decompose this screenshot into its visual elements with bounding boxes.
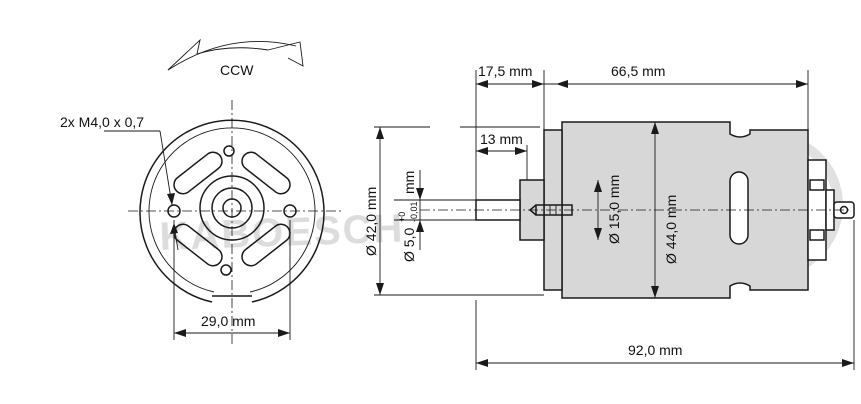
- arrow-head: [174, 329, 186, 337]
- shaft-end: [222, 198, 242, 218]
- rotation-label: CCW: [220, 62, 254, 78]
- rotation-indicator: CCW: [167, 38, 304, 78]
- shaft-flat-label: 13 mm: [480, 131, 523, 147]
- body-slot: [729, 171, 749, 245]
- boss-diameter-label: Ø 15,0 mm: [606, 175, 622, 244]
- vent-slot: [173, 151, 223, 195]
- body-length-label: 66,5 mm: [611, 63, 665, 79]
- thread-leader-diagonal: [159, 130, 173, 206]
- side-view: Ø 42,0 mm Ø 5,0 +0 -0,01 mm 17,5 mm 66,5…: [363, 63, 855, 370]
- housing-inner-outline: [148, 127, 316, 293]
- shaft-tolerance-upper: +0: [397, 212, 407, 222]
- arrow-head: [376, 127, 384, 139]
- arrow-head: [556, 80, 568, 88]
- front-view: 2x M4,0 x 0,7 29,0 mm: [60, 100, 342, 345]
- rotation-arrow-icon: [167, 38, 304, 71]
- shaft-diameter-callout: Ø 5,0 +0 -0,01 mm: [397, 171, 419, 262]
- thread-label: 2x M4,0 x 0,7: [60, 114, 144, 130]
- vent-slot: [173, 223, 223, 267]
- small-hole-bottom: [220, 264, 232, 276]
- thread-leader-arrow: [167, 193, 175, 205]
- hole-spacing-label: 29,0 mm: [201, 313, 255, 329]
- arrow-head: [594, 228, 602, 240]
- arrow-head: [278, 329, 290, 337]
- small-hole-top: [223, 145, 235, 157]
- terminal-clip-top: [809, 179, 825, 191]
- body-diameter-label: Ø 44,0 mm: [663, 195, 679, 264]
- arrow-head: [594, 180, 602, 192]
- vent-slot: [241, 223, 291, 267]
- arrow-head: [796, 80, 808, 88]
- mounting-hole-right: [283, 204, 297, 218]
- arrow-head: [416, 188, 424, 200]
- ventilation-slots: [173, 151, 291, 267]
- mounting-hole-left: [167, 204, 181, 218]
- arrow-head: [170, 223, 178, 234]
- arrow-head: [532, 80, 544, 88]
- arrow-head: [476, 147, 488, 155]
- shaft-tolerance-lower: -0,01: [409, 201, 419, 222]
- vent-slot: [241, 151, 291, 195]
- bearing-inner: [211, 187, 253, 229]
- arrow-head: [515, 147, 527, 155]
- bearing-boss: [199, 175, 265, 241]
- arrow-head: [651, 122, 659, 134]
- housing-outline: [139, 119, 325, 303]
- terminal-clip-bottom: [809, 229, 825, 241]
- arrow-head: [651, 286, 659, 298]
- arrow-head: [416, 220, 424, 232]
- arrow-head: [476, 80, 488, 88]
- flange-diameter-label: Ø 42,0 mm: [363, 187, 379, 256]
- arrow-head: [842, 359, 854, 367]
- shaft-diameter-label: Ø 5,0: [401, 228, 417, 262]
- arrow-head: [476, 359, 488, 367]
- shaft-extension-label: 17,5 mm: [478, 63, 532, 79]
- shaft-diameter-unit: mm: [401, 171, 417, 194]
- total-length-label: 92,0 mm: [628, 342, 682, 358]
- arrow-head: [376, 283, 384, 295]
- watermark-text: KABOESCH: [159, 206, 405, 259]
